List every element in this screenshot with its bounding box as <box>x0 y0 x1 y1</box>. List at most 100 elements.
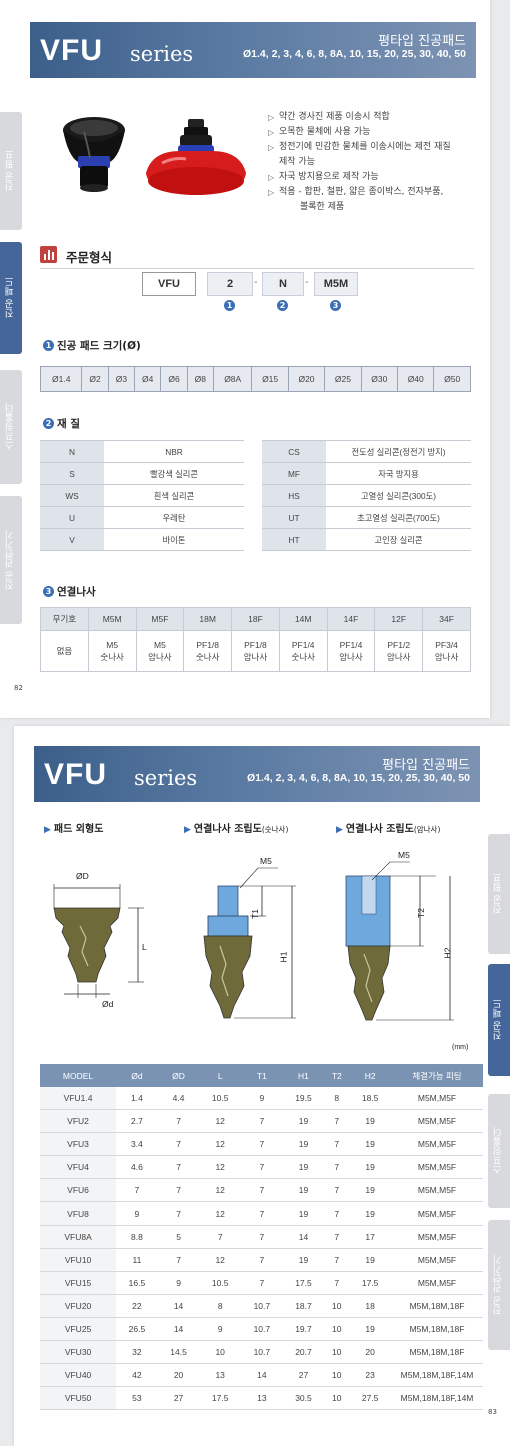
table-cell: 7 <box>241 1109 283 1134</box>
side-tab-vacuum-pump[interactable]: 진공 펌프 <box>488 834 510 954</box>
table-cell: 23 <box>349 1363 391 1388</box>
table-cell: 5 <box>157 1225 200 1249</box>
side-tab-vacuum-pad[interactable]: 진공 패드 <box>488 964 510 1076</box>
table-cell: 1.4 <box>116 1087 158 1111</box>
section-number: 1 <box>43 340 54 351</box>
table-cell: 18.7 <box>282 1294 325 1318</box>
table-cell: 7 <box>324 1155 350 1180</box>
table-cell: 12 <box>199 1132 242 1157</box>
table-cell: 7 <box>157 1132 200 1157</box>
size-cell: Ø40 <box>397 366 435 392</box>
size-cell: Ø3 <box>107 366 136 392</box>
order-dash: - <box>254 277 258 288</box>
table-cell: 19 <box>349 1178 391 1203</box>
side-tab-spring-holder[interactable]: 스프링홀더 <box>0 370 22 484</box>
table-cell: 7 <box>241 1201 283 1226</box>
table-cell: 7 <box>241 1155 283 1180</box>
product-photo-black-pad <box>63 117 125 192</box>
table-cell: 19 <box>282 1178 325 1203</box>
order-marker-1: 1 <box>224 300 235 311</box>
table-cell: 7 <box>324 1248 350 1272</box>
table-cell: VFU40 <box>40 1363 117 1388</box>
table-cell: 14 <box>241 1363 283 1388</box>
table-cell: 12 <box>199 1178 242 1203</box>
catalog-page-83: VFU series 평타입 진공패드 Ø1.4, 2, 3, 4, 6, 8,… <box>14 726 510 1446</box>
side-tab-vacuum-pad[interactable]: 진공 패드 <box>0 242 22 354</box>
feature-item: ▷적용 - 합판, 철판, 얇은 종이박스, 전자부품, <box>268 187 444 197</box>
table-cell: M5M,18M,18F,14M <box>391 1386 483 1411</box>
series-brand: VFU <box>44 758 107 791</box>
table-cell: M5M,M5F <box>391 1225 483 1249</box>
table-cell: 53 <box>116 1386 158 1411</box>
table-cell: 12 <box>199 1155 242 1180</box>
table-cell: VFU15 <box>40 1271 117 1295</box>
table-cell: 42 <box>116 1363 158 1388</box>
table-cell: 19 <box>282 1132 325 1157</box>
table-cell: 10.5 <box>199 1271 242 1295</box>
size-cell: Ø25 <box>324 366 362 392</box>
table-cell: 10 <box>324 1386 350 1411</box>
side-tab-vacuum-devices[interactable]: 진공 관련기기 <box>0 496 22 624</box>
table-cell: 12 <box>199 1201 242 1226</box>
product-photo-red-pad <box>146 119 246 195</box>
label-t2: T2 <box>415 908 426 918</box>
label-inner-diameter: Ød <box>102 999 114 1009</box>
table-cell: M5M,M5F <box>391 1201 483 1226</box>
side-tab-vacuum-devices[interactable]: 진공 관련기기 <box>488 1220 510 1350</box>
male-assembly-drawing <box>203 867 296 1019</box>
outline-drawing-title: ▶패드 외형도 <box>44 824 104 835</box>
table-cell: 10 <box>324 1294 350 1318</box>
table-cell: 10.7 <box>241 1294 283 1318</box>
table-cell: 7 <box>157 1109 200 1134</box>
table-cell: VFU8 <box>40 1201 117 1226</box>
table-cell: 17.5 <box>199 1386 242 1411</box>
table-cell: 14.5 <box>157 1340 200 1365</box>
table-cell: VFU25 <box>40 1317 117 1342</box>
side-tab-spring-holder[interactable]: 스프링홀더 <box>488 1094 510 1208</box>
table-cell: 19 <box>282 1109 325 1134</box>
size-cell: Ø15 <box>251 366 289 392</box>
size-cell: Ø8A <box>212 366 253 392</box>
table-cell: 7 <box>324 1225 350 1249</box>
unit-label: (mm) <box>452 1044 469 1051</box>
table-cell: 10 <box>199 1340 242 1365</box>
table-cell: 7 <box>324 1201 350 1226</box>
table-cell: M5M,18M,18F <box>391 1317 483 1342</box>
feature-item: ▷자국 방지용으로 제작 가능 <box>268 172 379 182</box>
table-cell: 7 <box>157 1201 200 1226</box>
table-cell: 19 <box>282 1155 325 1180</box>
pad-size-table: Ø1.4 Ø2 Ø3 Ø4 Ø6 Ø8 Ø8A Ø15 Ø20 Ø25 Ø30 … <box>39 366 471 392</box>
feature-item-continuation: 제작 가능 <box>279 157 315 167</box>
table-cell: 10 <box>324 1340 350 1365</box>
table-cell: 26.5 <box>116 1317 158 1342</box>
table-cell: 9 <box>157 1271 200 1295</box>
table-cell: 20.7 <box>282 1340 325 1365</box>
table-cell: 7 <box>199 1225 242 1249</box>
table-cell: 7 <box>324 1178 350 1203</box>
order-format-icon <box>40 246 57 263</box>
label-m5-female: M5 <box>398 850 410 860</box>
table-cell: M5M,18M,18F,14M <box>391 1363 483 1388</box>
table-cell: 18.5 <box>349 1087 391 1111</box>
table-cell: 12 <box>199 1248 242 1272</box>
feature-list: ▷약간 경사진 제품 이송시 적합 ▷오목한 물체에 사용 가능 ▷정전기에 민… <box>268 110 451 215</box>
side-tab-vacuum-pump[interactable]: 진공 펌프 <box>0 112 22 230</box>
table-cell: VFU3 <box>40 1132 117 1157</box>
size-list: Ø1.4, 2, 3, 4, 6, 8, 8A, 10, 15, 20, 25,… <box>243 48 466 60</box>
